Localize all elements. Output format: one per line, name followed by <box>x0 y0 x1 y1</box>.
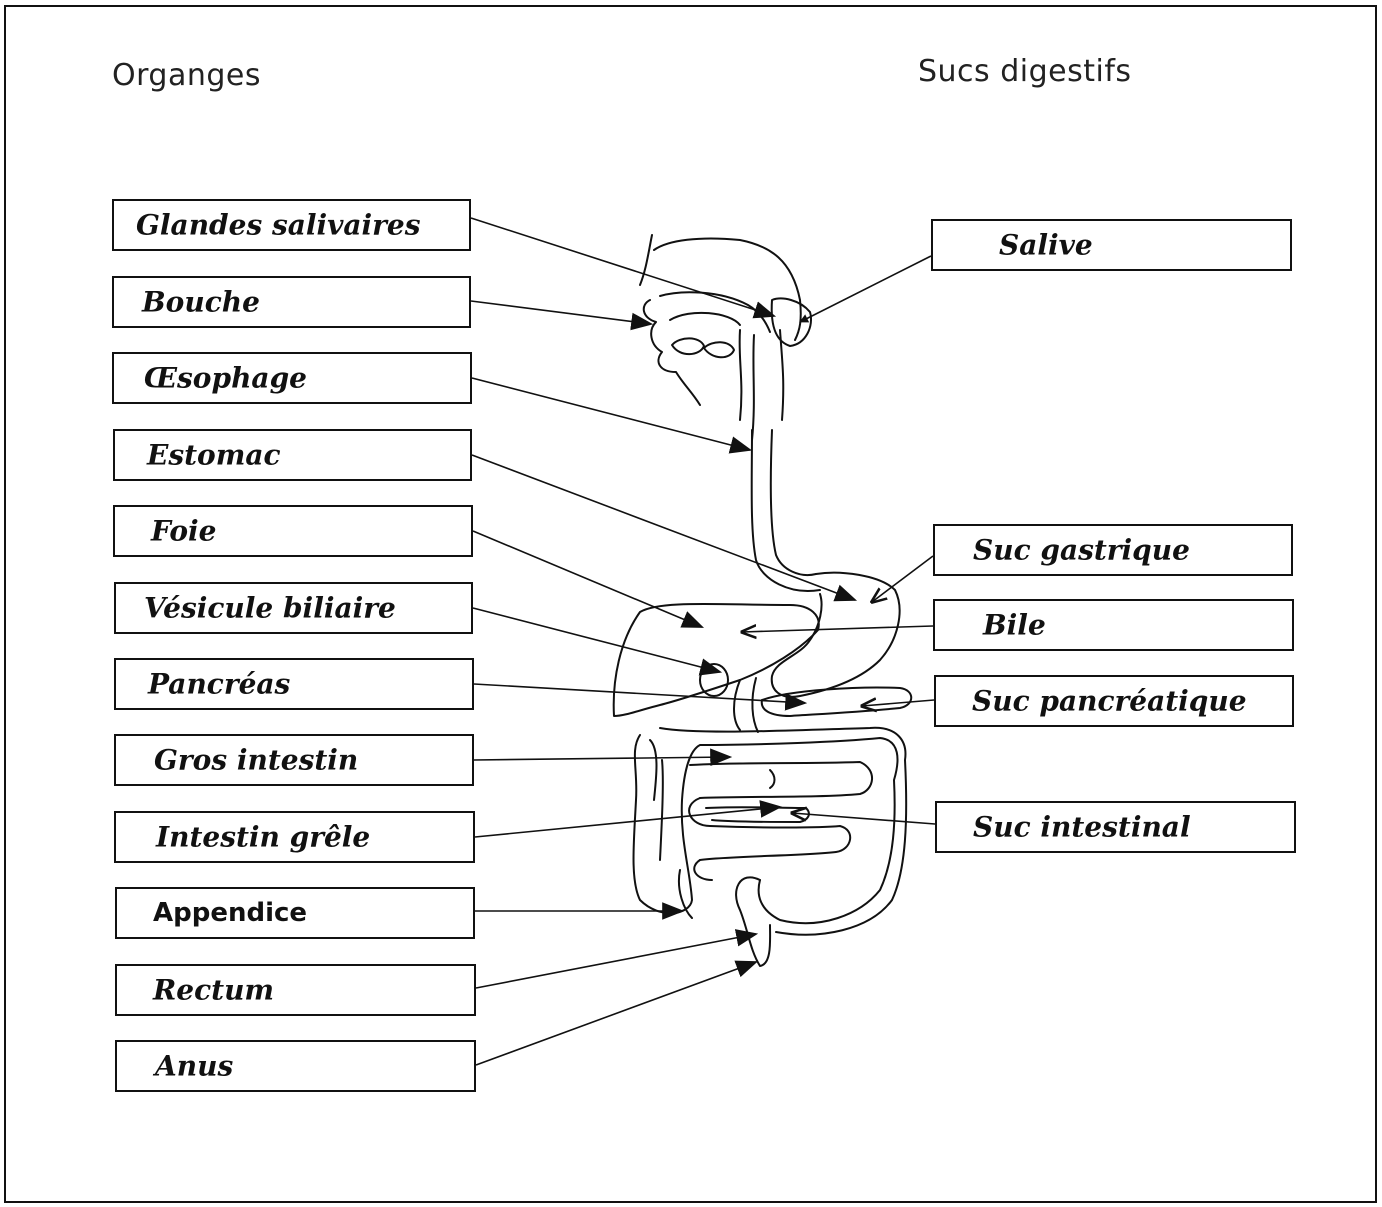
arrow-suc-gastrique <box>872 556 933 602</box>
head-outline <box>640 235 811 440</box>
duodenum <box>734 678 758 732</box>
arrow-bile <box>742 626 933 632</box>
liver <box>614 604 819 716</box>
arrow-oesophage <box>472 378 750 450</box>
arrow-suc-intestinal <box>792 813 935 824</box>
arrow-gros-intestin <box>474 757 730 760</box>
arrow-pancreas <box>474 684 805 703</box>
small-intestine <box>689 762 872 880</box>
arrow-suc-pancreatique <box>862 700 934 706</box>
arrow-salive <box>800 256 931 322</box>
arrow-estomac <box>472 455 855 600</box>
arrow-bouche <box>471 301 651 324</box>
arrow-foie <box>473 531 702 627</box>
gallbladder <box>700 664 728 696</box>
arrow-glandes-salivaires <box>471 218 774 316</box>
arrow-anus <box>476 962 756 1065</box>
rectum <box>736 877 770 966</box>
arrow-rectum <box>476 934 756 988</box>
stomach <box>772 573 900 697</box>
esophagus <box>752 430 820 591</box>
arrow-vesicule <box>473 608 720 672</box>
